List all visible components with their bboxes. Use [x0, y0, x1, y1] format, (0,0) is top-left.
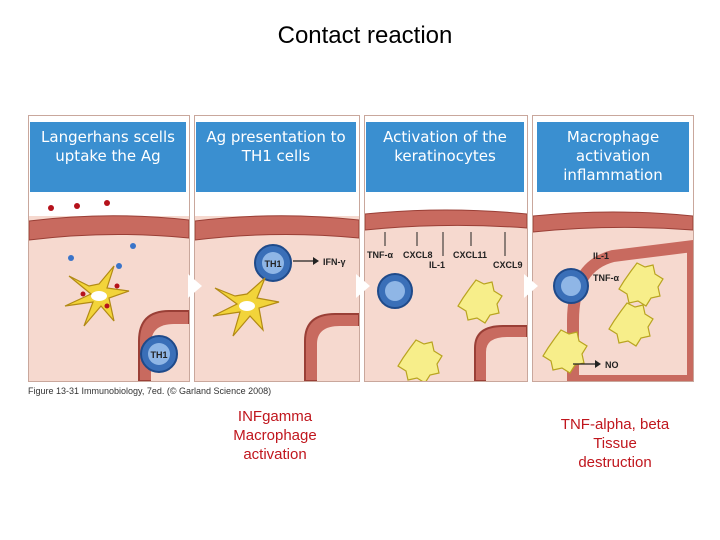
note-line: INFgamma	[237, 408, 313, 425]
note-line: Tissue	[593, 435, 637, 452]
caption-panel-2: Ag presentation to TH1 cells	[196, 122, 356, 192]
note-infgamma: INFgamma Macrophage activation	[200, 407, 350, 464]
arrow-right-icon-3	[524, 274, 538, 298]
th1-label-2: TH1	[264, 259, 281, 269]
arrow-right-icon-2	[356, 274, 370, 298]
arrow-right-icon-1	[188, 274, 202, 298]
caption-panel-1: Langerhans scells uptake the Ag	[30, 122, 186, 192]
cytokine-cxcl11: CXCL11	[453, 250, 487, 260]
caption-panel-4: Macrophage activation inflammation	[537, 122, 689, 192]
cytokine-tnf-alpha-m: TNF-α	[593, 273, 619, 283]
cytokine-cxcl9: CXCL9	[493, 260, 523, 270]
caption-panel-3: Activation of the keratinocytes	[366, 122, 524, 192]
note-line: Macrophage	[233, 427, 317, 444]
figure-caption: Figure 13-31 Immunobiology, 7ed. (© Garl…	[28, 386, 272, 396]
note-tnf-alpha: TNF-alpha, beta Tissue destruction	[535, 415, 695, 472]
no-label: NO	[605, 360, 619, 370]
note-line: destruction	[578, 454, 652, 471]
ifn-gamma-label: IFN-γ	[323, 257, 346, 267]
slide-title: Contact reaction	[277, 22, 453, 49]
cytokine-cxcl8: CXCL8	[403, 250, 433, 260]
note-line: TNF-alpha, beta	[560, 416, 670, 433]
th1-label: TH1	[150, 350, 167, 360]
cytokine-tnf-alpha: TNF-α	[367, 250, 393, 260]
cytokine-il1-m: IL-1	[593, 251, 609, 261]
note-line: activation	[243, 446, 307, 463]
cytokine-il1: IL-1	[429, 260, 445, 270]
